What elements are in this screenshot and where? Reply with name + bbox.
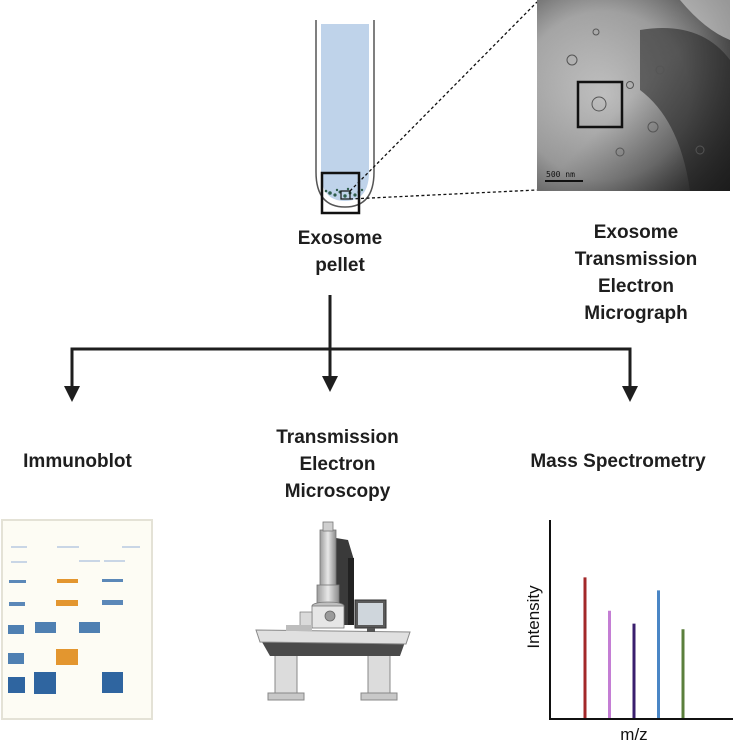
scale-bar-label: 500 nm — [546, 170, 575, 179]
blot-band — [8, 653, 24, 664]
microscopy-line2: Electron — [299, 454, 376, 475]
electron-microscope-illustration — [255, 521, 411, 701]
microscopy-line1: Transmission — [276, 427, 399, 448]
blot-band — [9, 602, 25, 606]
micrograph-highlight-box — [576, 80, 624, 129]
tube-fluid — [321, 24, 369, 201]
blot-band — [56, 649, 78, 665]
mass-spectrometry-label: Mass Spectrometry — [530, 451, 706, 472]
micrograph-line2: Transmission — [574, 249, 698, 270]
blot-band — [9, 580, 26, 583]
immunoblot-membrane — [1, 519, 153, 720]
blot-band — [102, 579, 123, 582]
blot-band — [8, 625, 24, 634]
micrograph-line3: Electron — [597, 276, 675, 297]
blot-band — [79, 622, 100, 633]
pellet-highlight-box — [320, 171, 361, 215]
micrograph-line4: Micrograph — [584, 303, 688, 324]
zoom-line-top — [349, 1, 538, 192]
blot-band — [102, 672, 123, 693]
arrowhead-immunoblot — [64, 386, 80, 402]
blot-band — [8, 677, 25, 693]
blot-band — [56, 600, 78, 606]
blot-band — [34, 672, 56, 694]
blot-band — [35, 622, 56, 633]
micrograph-label: Exosome Transmission Electron Micrograph — [546, 219, 726, 327]
arrowhead-mass-spec — [622, 386, 638, 402]
microscopy-line3: Microscopy — [284, 481, 391, 502]
microscopy-label: Transmission Electron Microscopy — [250, 424, 425, 505]
exosome-pellet-line1: Exosome — [297, 228, 383, 249]
y-axis-label: Intensity — [524, 585, 543, 649]
exosome-pellet-line2: pellet — [315, 255, 365, 276]
blot-band — [102, 600, 123, 605]
blot-band — [57, 579, 78, 583]
x-axis-label: m/z — [620, 725, 647, 743]
arrowhead-microscopy — [322, 376, 338, 392]
exosome-pellet-label: Exosome pellet — [270, 225, 410, 279]
immunoblot-label: Immunoblot — [23, 451, 132, 472]
electron-micrograph: 500 nm — [537, 0, 730, 191]
zoom-line-bottom — [349, 189, 538, 200]
micrograph-line1: Exosome — [593, 222, 679, 243]
centrifuge-tube — [315, 20, 375, 215]
pellet-zoom-box — [340, 190, 351, 200]
peak-group — [583, 577, 685, 718]
flow-arrows — [70, 295, 632, 388]
mass-spectrum-chart: m/z Intensity — [524, 520, 733, 743]
